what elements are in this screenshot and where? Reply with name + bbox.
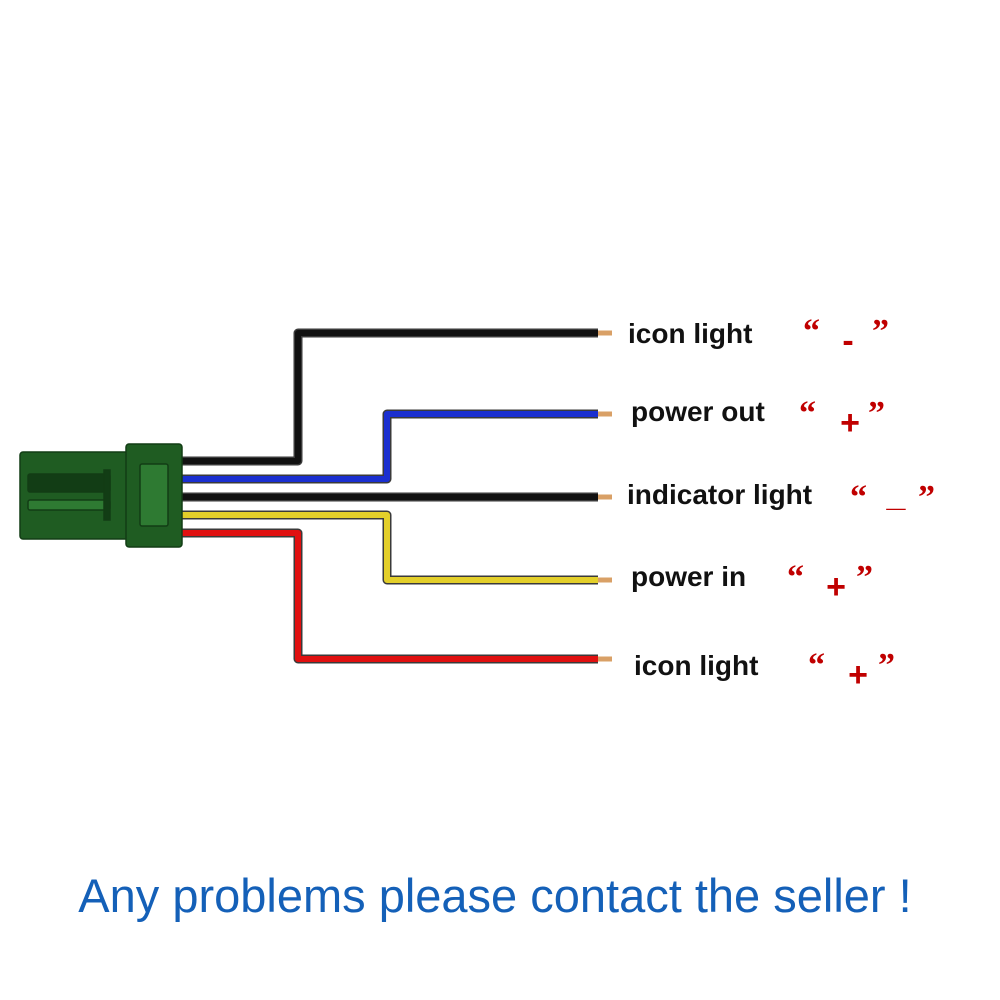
polarity-sign: + bbox=[826, 568, 846, 606]
wire-1 bbox=[182, 330, 598, 464]
polarity-close-quote: ” bbox=[856, 559, 873, 596]
wire-terminal-tip bbox=[598, 577, 612, 583]
polarity-open-quote: “ bbox=[787, 559, 804, 596]
polarity-close-quote: ” bbox=[868, 395, 885, 432]
wire-terminal-tip bbox=[598, 330, 612, 336]
polarity-close-quote: ” bbox=[878, 647, 895, 684]
footer-note: Any problems please contact the seller ! bbox=[78, 869, 912, 922]
connector-body bbox=[19, 451, 131, 540]
polarity-sign: - bbox=[842, 322, 853, 360]
connector-plug bbox=[19, 443, 183, 548]
wire-2 bbox=[182, 411, 598, 482]
wire-label: indicator light bbox=[627, 479, 812, 510]
polarity-open-quote: “ bbox=[799, 395, 816, 432]
connector-latch bbox=[27, 473, 111, 493]
wire-terminal-tip bbox=[598, 494, 612, 500]
connector-ridge bbox=[27, 499, 111, 511]
wire-label: power in bbox=[631, 561, 746, 592]
polarity-sign: + bbox=[840, 404, 860, 442]
wire-label: icon light bbox=[628, 318, 752, 349]
polarity-close-quote: ” bbox=[872, 313, 889, 350]
wire-label: icon light bbox=[634, 650, 758, 681]
polarity-close-quote: ” bbox=[918, 479, 935, 516]
polarity-open-quote: “ bbox=[850, 479, 867, 516]
wire-terminal-tip bbox=[598, 411, 612, 417]
wire-4 bbox=[182, 512, 598, 583]
connector-seam bbox=[103, 469, 111, 521]
polarity-sign: + bbox=[848, 656, 868, 694]
polarity-open-quote: “ bbox=[808, 647, 825, 684]
wire-label: power out bbox=[631, 396, 765, 427]
connector-clip bbox=[139, 463, 169, 527]
polarity-open-quote: “ bbox=[803, 313, 820, 350]
wire-5 bbox=[182, 530, 598, 662]
polarity-sign: _ bbox=[886, 476, 907, 514]
wire-terminal-tip bbox=[598, 656, 612, 662]
